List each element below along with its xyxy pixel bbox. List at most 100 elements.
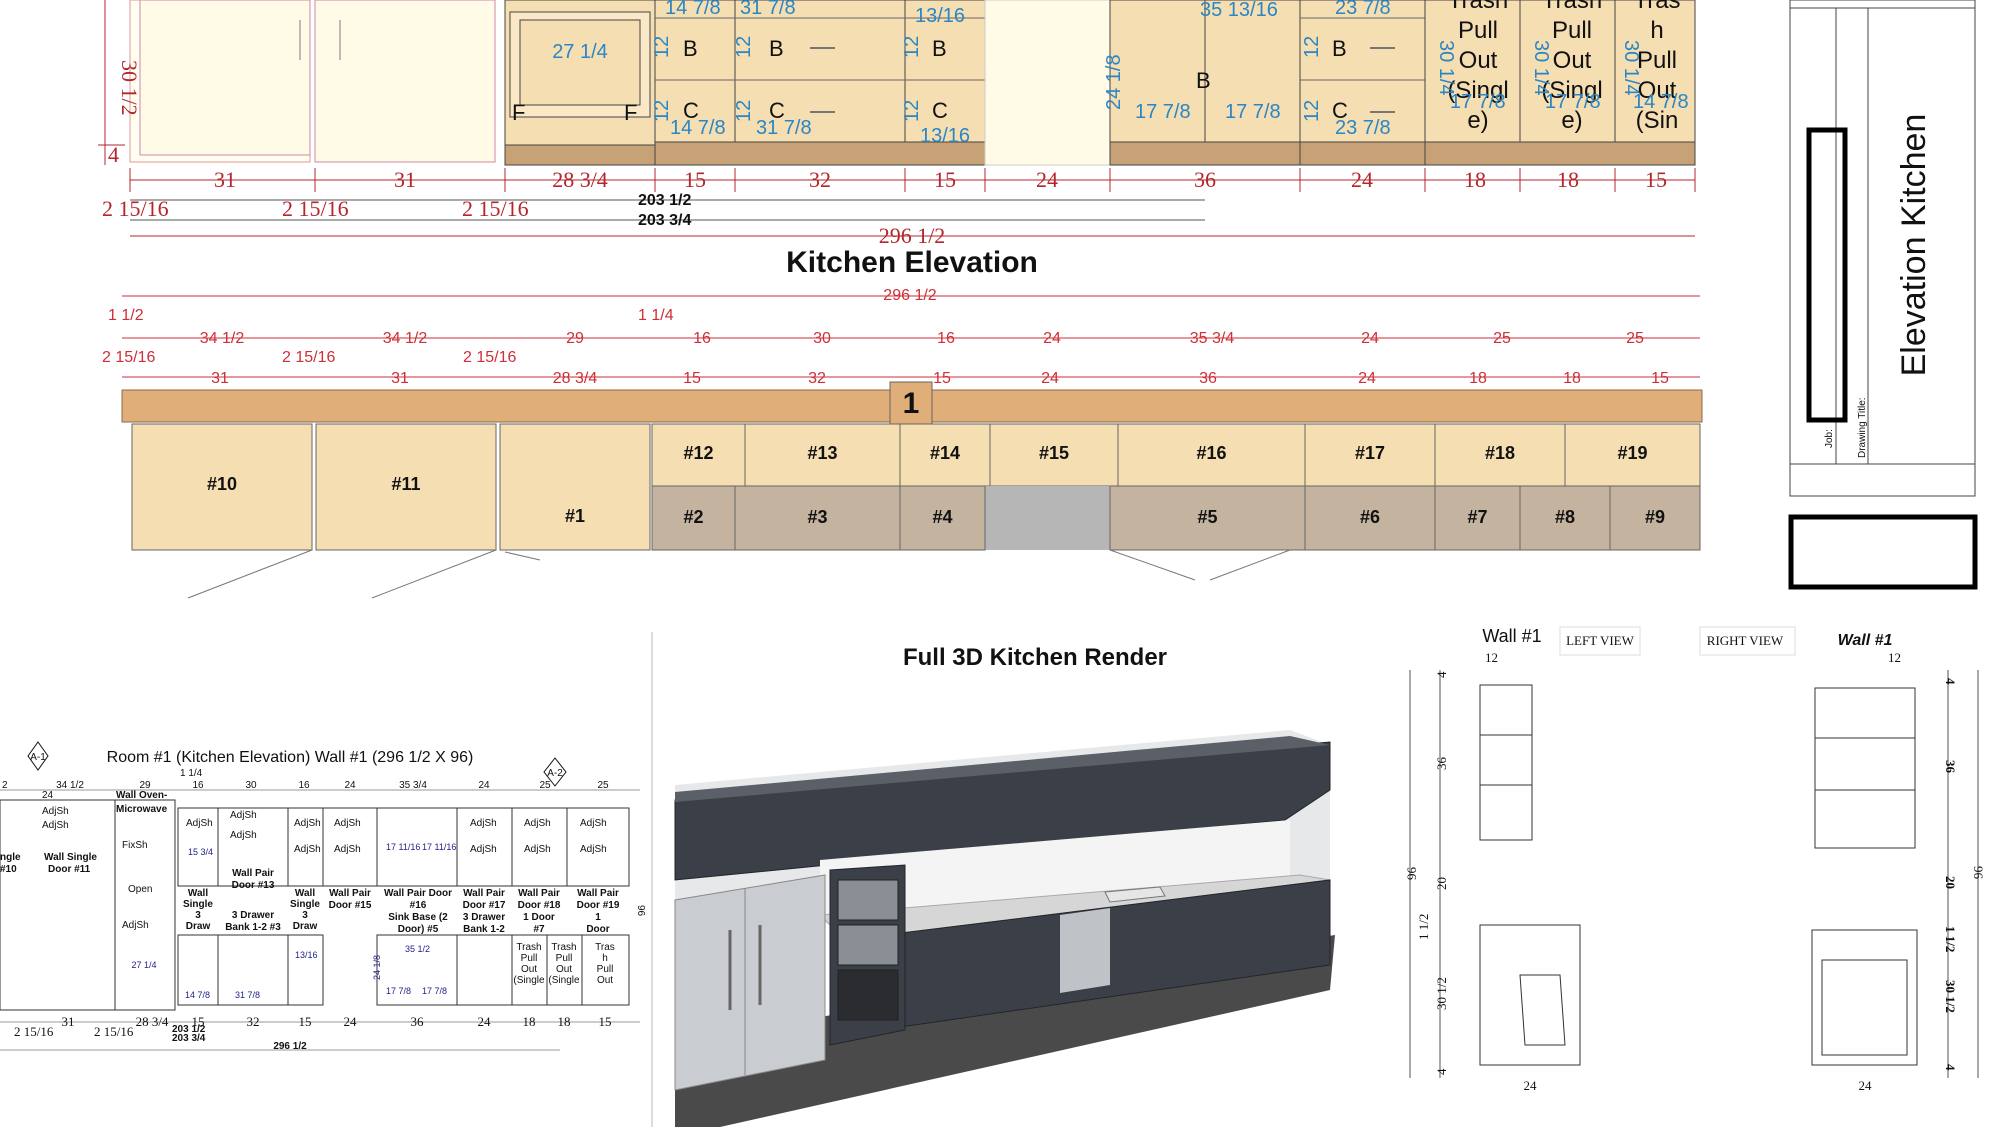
- drawer2-top-dim: 31 7/8: [740, 0, 796, 19]
- sink-dim-left: 17 7/8: [1135, 101, 1191, 123]
- room-adjsh-13: AdjSh: [334, 844, 361, 855]
- room-adjsh-15: AdjSh: [524, 844, 551, 855]
- room-ws3b-3: 3: [302, 910, 308, 921]
- lower-width-8: 36: [1199, 370, 1217, 387]
- upper-width-9: 24: [1361, 330, 1379, 347]
- upper-width-5: 30: [813, 330, 831, 347]
- room-marker-a2: [543, 757, 567, 787]
- plan-view: 296 1/2 1 1/2 1 1/4 34 1/2 34 1/2 29 16 …: [102, 287, 1703, 599]
- oven-letter-left: F: [512, 100, 525, 125]
- left-h-1: 4: [1434, 671, 1449, 678]
- room-adjsh-16: AdjSh: [580, 844, 607, 855]
- room-sub-dim: 1 1/4: [180, 768, 203, 779]
- room-wp18-2: Door #18: [518, 900, 561, 911]
- room-bw-3: 15: [192, 1014, 205, 1029]
- sink-height-dim: 24 1/8: [1103, 54, 1125, 110]
- oven-letter-right: F: [624, 100, 637, 125]
- plan-base-cabinet-label: #8: [1555, 507, 1575, 527]
- room-dim-3: 16: [192, 780, 204, 791]
- subtotal-1: 203 1/2: [638, 192, 691, 209]
- room-trash3-4: Out: [597, 975, 613, 986]
- room-trash3-1: Tras: [595, 942, 615, 953]
- swing-2: [371, 549, 497, 599]
- width-11: 18: [1557, 167, 1579, 192]
- room-adjsh-6: AdjSh: [230, 830, 257, 841]
- drawer3-bot-dim: 13/16: [920, 125, 970, 147]
- room-sheet: Room #1 (Kitchen Elevation) Wall #1 (296…: [0, 632, 653, 1127]
- room-bw-8: 24: [478, 1014, 492, 1029]
- room-base-8: [581, 934, 630, 1006]
- render-upper-top: [675, 736, 1330, 802]
- room-wp17-1: Wall Pair: [463, 888, 505, 899]
- room-adjsh-14: AdjSh: [470, 844, 497, 855]
- room-open: Open: [128, 884, 152, 895]
- room-dim-4: 30: [245, 780, 257, 791]
- top-width-labels: 31 31 28 3/4 15 32 15 24 36 24 18 18 15: [214, 167, 1667, 192]
- render-oven-1: [837, 879, 899, 921]
- room-trash2-4: (Single: [548, 975, 580, 986]
- upper-width-8: 35 3/4: [1190, 330, 1235, 347]
- room-subtotal-1: 203 1/2: [172, 1024, 206, 1035]
- room-single-left-2: #10: [0, 864, 17, 875]
- trash3-side-dim: 30 1/4: [1620, 40, 1642, 96]
- room-ws3b-1: Wall: [295, 888, 315, 899]
- plan-base-cabinet-box: [651, 485, 736, 551]
- drawer3-top-dim: 13/16: [915, 5, 965, 27]
- trash-pullout-1: [1424, 0, 1521, 166]
- trash1-line4: (Singl: [1447, 77, 1508, 104]
- trash2-line3: Out: [1553, 47, 1592, 74]
- plan-base-cabinet-box: [734, 485, 901, 551]
- right-bottom-dim: 24: [1859, 1078, 1873, 1093]
- section-title: Kitchen Elevation: [786, 246, 1038, 279]
- plan-lower-widths: 31 31 28 3/4 15 32 15 24 36 24 18 18 15: [211, 370, 1669, 387]
- room-fixsh: FixSh: [122, 840, 148, 851]
- upper-width-7: 24: [1043, 330, 1061, 347]
- room-adjsh-2: AdjSh: [42, 820, 69, 831]
- trash2-line5: e): [1561, 107, 1582, 134]
- trash3-line5: (Sin: [1636, 107, 1679, 134]
- left-h-5: 30 1/2: [1434, 977, 1449, 1010]
- room-trash1-3: Out: [521, 964, 537, 975]
- room-wp13-1: Wall Pair: [232, 868, 274, 879]
- width-9: 24: [1351, 167, 1373, 192]
- room-dim-0: 2: [2, 780, 8, 791]
- left-base-pullout: [1519, 974, 1566, 1046]
- trash2-line4: (Singl: [1541, 77, 1602, 104]
- plan-upper-cabinet-label: #18: [1485, 443, 1515, 463]
- width-dim-ticks: [129, 168, 1696, 192]
- drawer5-top-dim: 23 7/8: [1335, 0, 1391, 19]
- room-base-5: [456, 934, 513, 1006]
- lower-width-7: 24: [1041, 370, 1059, 387]
- drawer2-h1: 12: [733, 36, 755, 58]
- render-title: Full 3D Kitchen Render: [903, 644, 1167, 671]
- plan-base-cabinet-label: #6: [1360, 507, 1380, 527]
- right-h-4: 1 1/2: [1943, 926, 1958, 952]
- render-oven-2: [837, 924, 899, 966]
- title-block-title: Elevation Kitchen: [1895, 114, 1933, 377]
- swing-1: [187, 549, 313, 599]
- render-backsplash: [820, 820, 1290, 915]
- upper-width-2: 34 1/2: [383, 330, 428, 347]
- room-side-dim-6: 14 7/8: [185, 990, 210, 1000]
- room-marker-a1: [27, 741, 49, 771]
- room-ws3a-2: Single: [183, 899, 213, 910]
- room-wp18-4: #7: [533, 924, 545, 935]
- room-dim-2: 29: [139, 780, 151, 791]
- plan-filler-1: 2 15/16: [102, 349, 155, 366]
- room-wp17-3: 3 Drawer: [463, 912, 505, 923]
- room-wall-single-11-l1: Wall Single: [44, 852, 97, 863]
- left-height-30: 30 1/2: [117, 60, 142, 116]
- width-2: 31: [394, 167, 416, 192]
- room-adjsh-8: AdjSh: [334, 818, 361, 829]
- room-height: 96: [635, 905, 646, 917]
- drawer3-h2: 12: [901, 100, 923, 122]
- left-h-2: 36: [1434, 757, 1449, 771]
- width-4: 15: [684, 167, 706, 192]
- room-dr13-2: Bank 1-2 #3: [225, 922, 281, 933]
- drawer-col-3: [904, 0, 986, 166]
- left-h-6: 4: [1434, 1068, 1449, 1075]
- plan-upper-cabinet-label: #15: [1039, 443, 1069, 463]
- width-6: 15: [934, 167, 956, 192]
- room-adjsh-11: AdjSh: [580, 818, 607, 829]
- drawer-col-1: [654, 0, 736, 166]
